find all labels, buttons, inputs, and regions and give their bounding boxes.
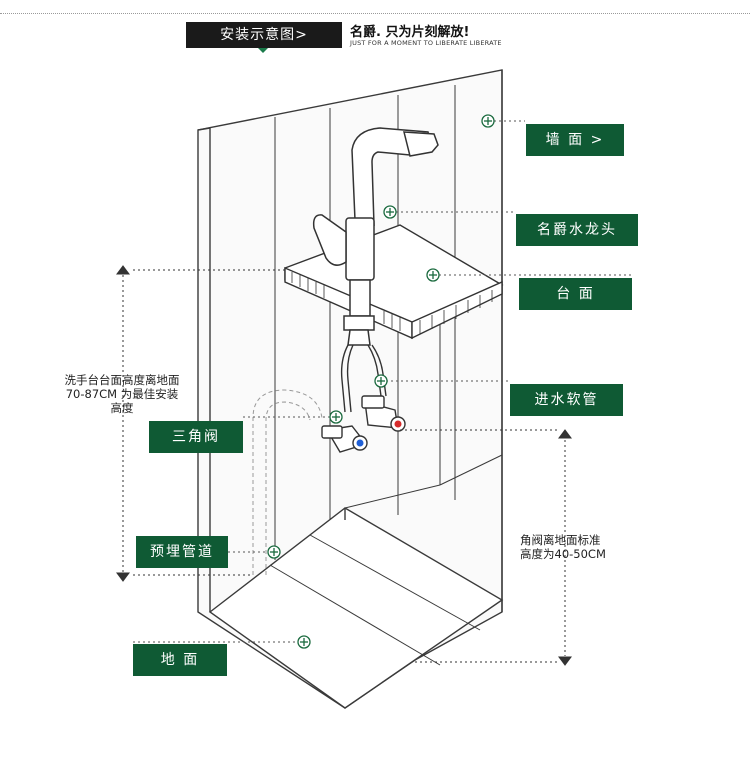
label-countertop-text: 台 面 xyxy=(556,286,595,302)
arrow-down-icon xyxy=(116,572,130,582)
plus-marker-icon xyxy=(383,205,397,219)
leader-lines xyxy=(133,120,632,643)
label-faucet: 名爵水龙头 xyxy=(516,214,638,246)
arrow-up-icon xyxy=(558,429,572,439)
left-dimension xyxy=(116,265,285,582)
label-embedded-pipe-text: 预埋管道 xyxy=(150,544,214,560)
tab-caret-icon xyxy=(258,48,268,53)
cold-indicator xyxy=(356,439,364,447)
basin-height-line-1: 洗手台台面高度离地面 xyxy=(64,373,180,387)
title-tab: 安装示意图> xyxy=(186,22,342,53)
plus-marker-icon xyxy=(329,410,343,424)
floor-plane xyxy=(208,507,504,709)
label-angle-valve-text: 三角阀 xyxy=(172,429,220,445)
plus-marker-icon xyxy=(426,268,440,282)
label-faucet-text: 名爵水龙头 xyxy=(537,222,617,238)
label-floor-text: 地 面 xyxy=(160,652,200,668)
slogan-english: JUST FOR A MOMENT TO LIBERATE LIBERATE xyxy=(350,39,502,47)
arrow-up-icon xyxy=(116,265,130,275)
title-text: 安装示意图> xyxy=(220,27,308,43)
embedded-pipe xyxy=(252,389,323,575)
top-divider xyxy=(0,13,750,14)
valve-height-note: 角阀离地面标准 高度为40-50CM xyxy=(520,533,645,561)
label-inlet-hose: 进水软管 xyxy=(510,384,623,416)
faucet-drawing xyxy=(312,127,439,346)
plus-markers xyxy=(267,114,495,649)
label-inlet-hose-text: 进水软管 xyxy=(534,392,599,408)
label-floor: 地 面 xyxy=(133,644,227,676)
plus-marker-icon xyxy=(297,635,311,649)
angle-valves xyxy=(321,395,406,453)
hot-indicator xyxy=(394,420,402,428)
arrow-down-icon xyxy=(558,656,572,666)
plus-marker-icon xyxy=(481,114,495,128)
plus-marker-icon xyxy=(267,545,281,559)
plus-marker-icon xyxy=(374,374,388,388)
valve-height-line-1: 角阀离地面标准 xyxy=(520,533,601,547)
basin-height-line-3: 高度 xyxy=(110,401,134,415)
basin-height-line-2: 70-87CM 为最佳安装 xyxy=(65,387,179,401)
slogan: 名爵. 只为片刻解放! xyxy=(350,25,470,40)
valve-height-line-2: 高度为40-50CM xyxy=(520,547,606,561)
label-wall: 墙 面 > xyxy=(526,124,624,156)
label-embedded-pipe: 预埋管道 xyxy=(136,536,228,568)
right-dimension xyxy=(400,429,572,666)
label-wall-text: 墙 面 > xyxy=(545,132,605,148)
basin-height-note: 洗手台台面高度离地面 70-87CM 为最佳安装 高度 xyxy=(48,373,196,415)
label-angle-valve: 三角阀 xyxy=(149,421,243,453)
label-countertop: 台 面 xyxy=(519,278,632,310)
